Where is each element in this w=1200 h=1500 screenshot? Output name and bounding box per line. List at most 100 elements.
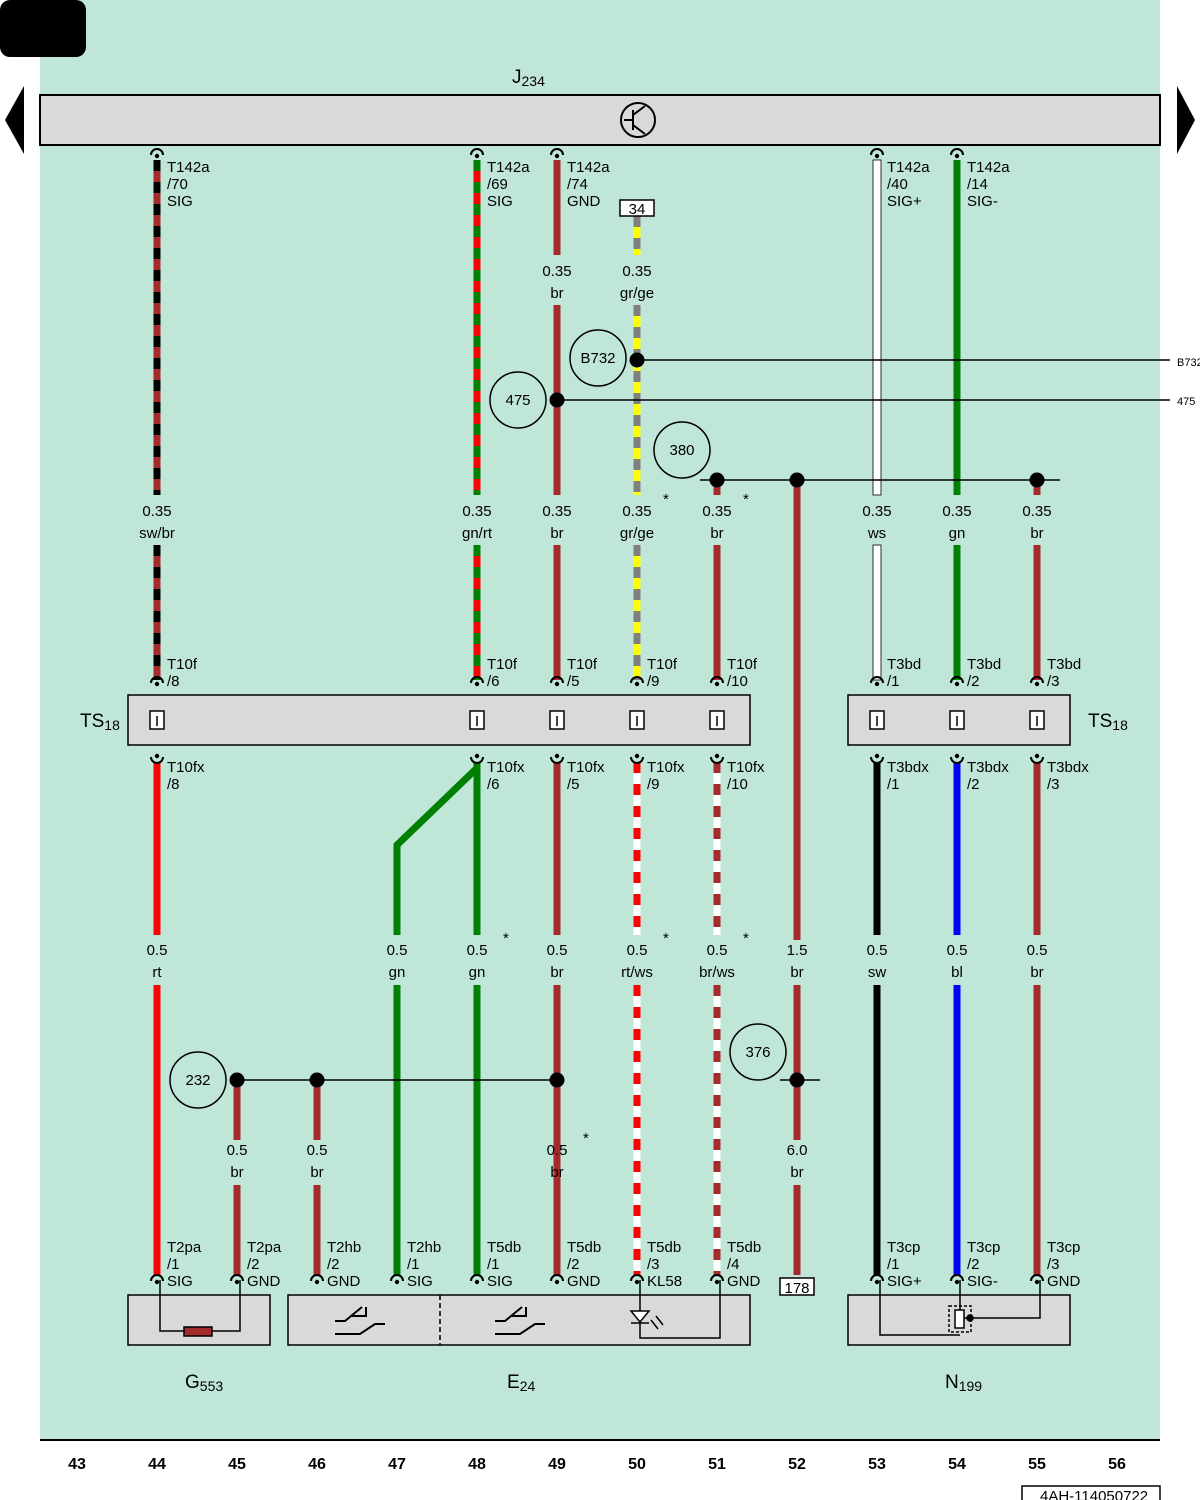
pin-num-50: /3 bbox=[647, 1256, 660, 1273]
pin-dot bbox=[394, 1279, 400, 1285]
pin-contact-icon bbox=[870, 676, 884, 684]
pin-conn-54: T3cp bbox=[967, 1239, 1000, 1256]
splice-dot bbox=[789, 1072, 805, 1088]
wire-col-48-low-star: * bbox=[503, 930, 509, 947]
wire-col-50-low-size: 0.5 bbox=[627, 942, 648, 959]
wire-col-48-top-conn: T142a bbox=[487, 159, 530, 176]
pin-func-46: GND bbox=[327, 1273, 361, 1290]
wire-col-48-top-func: SIG bbox=[487, 193, 513, 210]
pin-dot bbox=[874, 153, 880, 159]
wire-col-49-bottom-star: * bbox=[583, 1130, 589, 1147]
column-number: 47 bbox=[388, 1456, 406, 1473]
wire-col-49-tsx-pin: /5 bbox=[567, 776, 580, 793]
splice-dot bbox=[709, 472, 725, 488]
wire-col-46-bottom-color: br bbox=[310, 1164, 323, 1181]
pin-dot bbox=[714, 681, 720, 687]
splice-label: 376 bbox=[745, 1044, 770, 1061]
wire-col-49-low-size: 0.5 bbox=[547, 942, 568, 959]
pin-func-49: GND bbox=[567, 1273, 601, 1290]
splice-bubble bbox=[569, 329, 627, 387]
next-page-arrow-icon[interactable] bbox=[1177, 86, 1195, 154]
wire-col-49-mid-color: br bbox=[550, 525, 563, 542]
wire-col-54-tsx-pin: /2 bbox=[967, 776, 980, 793]
wire-col-53-tsx-conn: T3bdx bbox=[887, 759, 929, 776]
splice-bubble bbox=[169, 1051, 227, 1109]
ref-box bbox=[779, 1277, 815, 1296]
component-label-n199: N199 bbox=[945, 1372, 982, 1394]
pin-func-55: GND bbox=[1047, 1273, 1081, 1290]
wire-col-51-mid-star: * bbox=[743, 491, 749, 508]
pin-func-44: SIG bbox=[167, 1273, 193, 1290]
wire-col-44-ts-conn: T10f bbox=[167, 656, 198, 673]
pin-conn-53: T3cp bbox=[887, 1239, 920, 1256]
column-number: 44 bbox=[148, 1456, 166, 1473]
wire-col-47-bottom-size: 0.5 bbox=[387, 942, 408, 959]
column-number: 50 bbox=[628, 1456, 646, 1473]
pin-conn-44: T2pa bbox=[167, 1239, 202, 1256]
pin-num-54: /2 bbox=[967, 1256, 980, 1273]
wire-col-50-low-color: rt/ws bbox=[621, 964, 653, 981]
pin-dot bbox=[1034, 681, 1040, 687]
pin-contact-icon bbox=[950, 148, 964, 156]
labels-layer: T142a/70SIG0.35sw/brT10f/8T10fx/80.5rtT1… bbox=[139, 159, 1200, 1297]
switch-icon bbox=[495, 1306, 545, 1335]
pin-dot bbox=[634, 753, 640, 759]
pin-num-53: /1 bbox=[887, 1256, 900, 1273]
pin-dot bbox=[714, 753, 720, 759]
column-number: 45 bbox=[228, 1456, 246, 1473]
wire-col-48-top-pin: /69 bbox=[487, 176, 508, 193]
column-number: 48 bbox=[468, 1456, 486, 1473]
pin-contact-icon bbox=[870, 756, 884, 764]
wire-col-49-top-func: GND bbox=[567, 193, 601, 210]
splice-dots bbox=[169, 199, 1045, 1296]
component-label-e24: E24 bbox=[507, 1372, 535, 1394]
pin-contact-icon bbox=[470, 676, 484, 684]
pin-contact-icon bbox=[390, 1274, 404, 1282]
prev-page-arrow-icon[interactable] bbox=[5, 86, 24, 154]
heater-element-icon bbox=[159, 1280, 241, 1337]
component-box-g553 bbox=[127, 1294, 271, 1346]
pin-contact-icon bbox=[230, 1274, 244, 1282]
wire-col-50-tsx-pin: /9 bbox=[647, 776, 660, 793]
wire-col-55-tsx-conn: T3bdx bbox=[1047, 759, 1089, 776]
wire-col-49-tsx-conn: T10fx bbox=[567, 759, 605, 776]
pin-contact-icon bbox=[550, 1274, 564, 1282]
pin-conn-55: T3cp bbox=[1047, 1239, 1080, 1256]
pin-dot bbox=[154, 681, 160, 687]
wire-col-49-ts-conn: T10f bbox=[567, 656, 598, 673]
wire-col-50-mid-color: gr/ge bbox=[620, 525, 654, 542]
splice-dot-b732 bbox=[629, 352, 645, 368]
wire-col-54-mid-size: 0.35 bbox=[942, 503, 971, 520]
ref-475-right: 475 bbox=[1177, 396, 1195, 408]
wire-col-49-bottom-size: 0.5 bbox=[547, 1142, 568, 1159]
wire-col-54-low-size: 0.5 bbox=[947, 942, 968, 959]
wire-col-44-low-color: rt bbox=[152, 964, 162, 981]
ref-b732-right: B732 bbox=[1177, 357, 1200, 369]
pin-conn-47: T2hb bbox=[407, 1239, 441, 1256]
wire-col-55-ts-conn: T3bd bbox=[1047, 656, 1081, 673]
wire-col-54-ts-pin: /2 bbox=[967, 673, 980, 690]
pin-contact-icon bbox=[150, 676, 164, 684]
transistor-icon bbox=[620, 102, 656, 138]
wire-col-53-mid-lower bbox=[872, 544, 882, 681]
pin-contact-icon bbox=[1030, 1274, 1044, 1282]
wire-col-54-low-color: bl bbox=[951, 964, 963, 981]
splice-label: 475 bbox=[505, 392, 530, 409]
pin-num-49: /2 bbox=[567, 1256, 580, 1273]
pin-dot bbox=[954, 681, 960, 687]
wire-col-47-branch bbox=[393, 765, 480, 935]
wire-col-44-tsx-pin: /8 bbox=[167, 776, 180, 793]
ref-box bbox=[619, 199, 655, 217]
wire-col-50-ts-conn: T10f bbox=[647, 656, 678, 673]
ref-178: 178 bbox=[784, 1280, 809, 1297]
pin-dot bbox=[154, 153, 160, 159]
pin-contact-icon bbox=[150, 148, 164, 156]
wire-col-49-bottom-color: br bbox=[550, 1164, 563, 1181]
pin-contact-icon bbox=[710, 756, 724, 764]
pin-conn-50: T5db bbox=[647, 1239, 681, 1256]
wire-col-50-mid-size: 0.35 bbox=[622, 503, 651, 520]
wires-layer bbox=[153, 159, 1170, 1275]
